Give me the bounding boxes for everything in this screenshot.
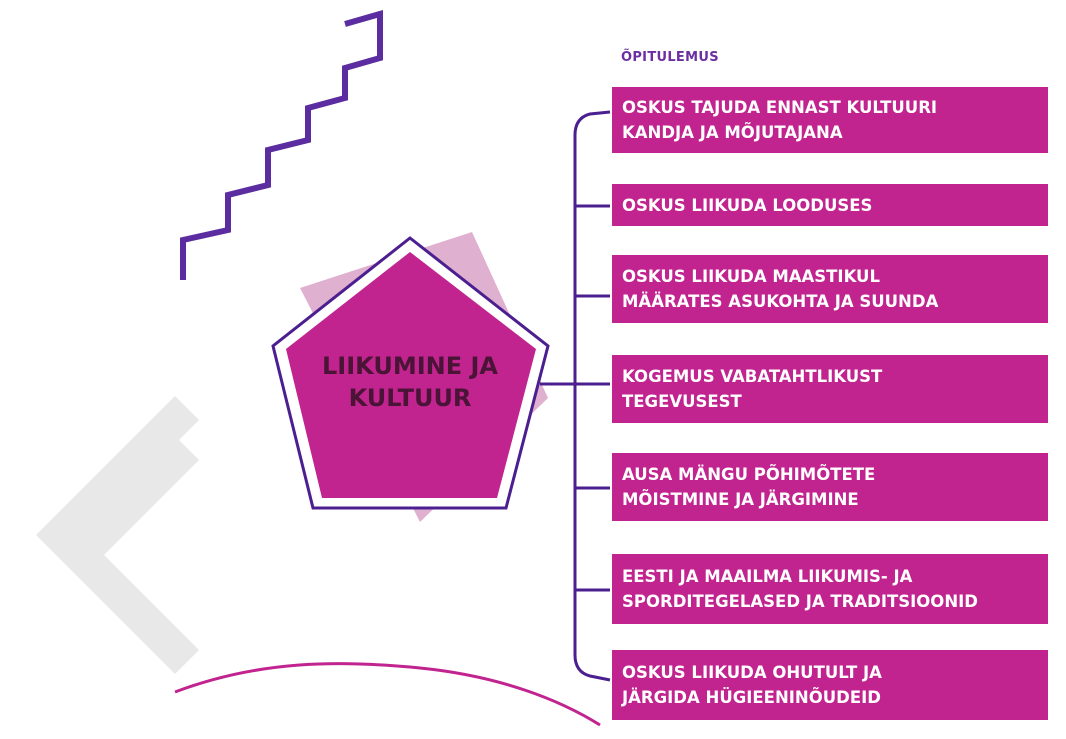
outcome-7-line1: OSKUS LIIKUDA OHUTULT JA xyxy=(622,663,882,682)
center-topic-label: LIIKUMINE JA KULTUUR xyxy=(300,350,520,414)
outcome-4-line2: TEGEVUSEST xyxy=(622,392,742,411)
wave-decoration xyxy=(174,662,601,727)
outcome-box-3: OSKUS LIIKUDA MAASTIKUL MÄÄRATES ASUKOHT… xyxy=(612,255,1048,323)
outcome-6-line2: SPORDITEGELASED JA TRADITSIOONID xyxy=(622,592,978,611)
pentagon-fill xyxy=(286,252,536,498)
outcome-box-5: AUSA MÄNGU PÕHIMÕTETE MÕISTMINE JA JÄRGI… xyxy=(612,453,1048,521)
outcome-1-line1: OSKUS TAJUDA ENNAST KULTUURI xyxy=(622,98,938,117)
outcome-2-line1: OSKUS LIIKUDA LOODUSES xyxy=(622,195,873,215)
center-topic-line1: LIIKUMINE JA xyxy=(322,352,498,380)
outcome-5-line2: MÕISTMINE JA JÄRGIMINE xyxy=(622,490,859,509)
heading-learning-outcome: ÕPITULEMUS xyxy=(621,50,719,65)
outcome-7-line2: JÄRGIDA HÜGIEENINÕUDEID xyxy=(622,688,881,707)
outcome-box-6: EESTI JA MAAILMA LIIKUMIS- JA SPORDITEGE… xyxy=(612,554,1048,624)
outcome-6-line1: EESTI JA MAAILMA LIIKUMIS- JA xyxy=(622,567,913,586)
center-topic-line2: KULTUUR xyxy=(348,384,472,412)
bracket-ticks xyxy=(575,204,610,592)
outcome-1-line2: KANDJA JA MÕJUTAJANA xyxy=(622,123,843,142)
outcome-box-7: OSKUS LIIKUDA OHUTULT JA JÄRGIDA HÜGIEEN… xyxy=(612,650,1048,720)
outcome-box-2: OSKUS LIIKUDA LOODUSES xyxy=(612,184,1048,226)
outcome-box-1: OSKUS TAJUDA ENNAST KULTUURI KANDJA JA M… xyxy=(612,87,1048,153)
zigzag-decoration xyxy=(180,10,383,280)
outcome-3-line2: MÄÄRATES ASUKOHTA JA SUUNDA xyxy=(622,292,939,311)
outcome-4-line1: KOGEMUS VABATAHTLIKUST xyxy=(622,367,883,386)
bracket-line xyxy=(573,110,611,682)
outcome-5-line1: AUSA MÄNGU PÕHIMÕTETE xyxy=(622,465,876,484)
outcome-3-line1: OSKUS LIIKUDA MAASTIKUL xyxy=(622,267,880,286)
watermark xyxy=(35,395,200,675)
outcome-box-4: KOGEMUS VABATAHTLIKUST TEGEVUSEST xyxy=(612,355,1048,423)
